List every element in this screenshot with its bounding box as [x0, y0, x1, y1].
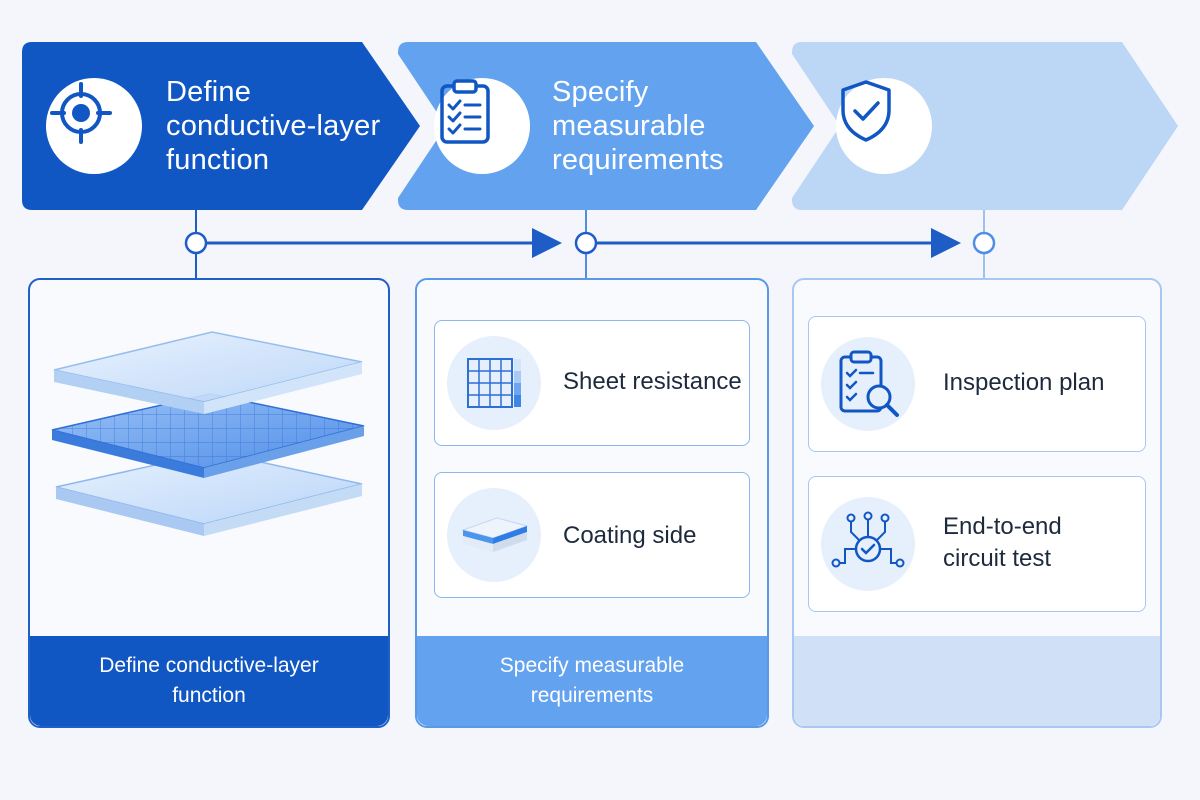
step-1-title: Define conductive-layer function: [166, 76, 381, 176]
step-3-chevron: [792, 42, 1182, 210]
node-1: [184, 231, 208, 255]
step-2-title: Specify measurable requirements: [552, 76, 724, 176]
layered-conductive-glass-illustration: [51, 331, 365, 536]
shield-check-icon: [836, 78, 932, 174]
step-1-shape: [22, 42, 420, 210]
panel-define-function: Define conductive-layer function: [28, 278, 390, 728]
panel-verification: Inspection plan End-to-end circuit test: [792, 278, 1162, 728]
step-1-chevron: Define conductive-layer function: [22, 42, 422, 210]
step-2-chevron: Specify measurable requirements: [398, 42, 818, 210]
panel-2-footer: Specify measurable requirements: [417, 636, 767, 726]
coated-substrate-icon: [447, 488, 541, 582]
panel-1-footer: Define conductive-layer function: [30, 636, 388, 726]
card-label-coating-side: Coating side: [563, 522, 697, 549]
card-sheet-resistance[interactable]: Sheet resistance: [434, 320, 750, 446]
target-icon: [46, 78, 142, 174]
card-label-inspection-plan: Inspection plan: [943, 369, 1105, 396]
card-end-to-end-circuit-test[interactable]: End-to-end circuit test: [808, 476, 1146, 612]
card-coating-side[interactable]: Coating side: [434, 472, 750, 598]
panel-3-footer: [794, 636, 1160, 726]
card-label-sheet-resistance: Sheet resistance: [563, 368, 742, 395]
node-3: [972, 231, 996, 255]
node-2: [574, 231, 598, 255]
clipboard-magnifier-icon: [821, 337, 915, 431]
card-inspection-plan[interactable]: Inspection plan: [808, 316, 1146, 452]
circuit-check-icon: [821, 497, 915, 591]
grid-resistance-icon: [447, 336, 541, 430]
panel-specify-requirements: Sheet resistance Coating side Specify me…: [415, 278, 769, 728]
clipboard-checklist-icon: [434, 78, 530, 174]
card-label-end-to-end-circuit-test: End-to-end circuit test: [943, 513, 1062, 572]
